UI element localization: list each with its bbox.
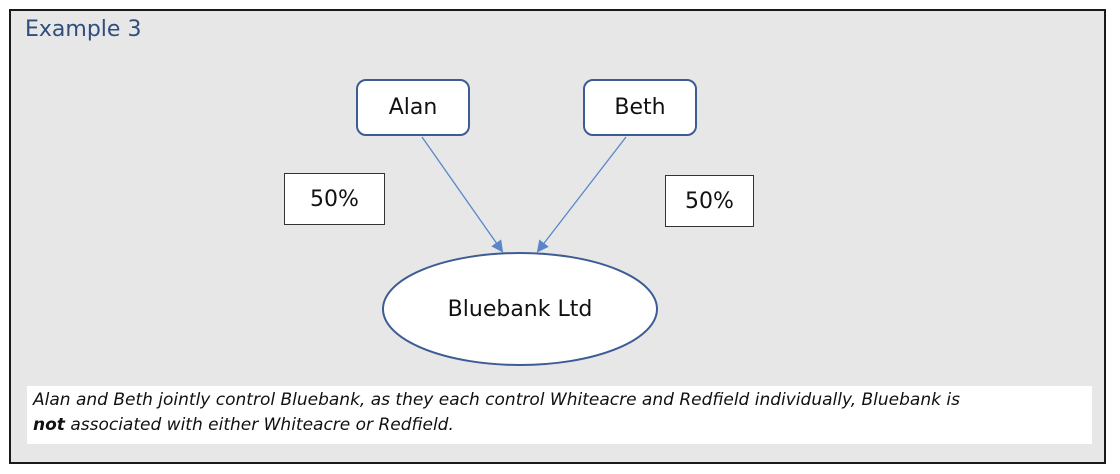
caption-line-1: Alan and Beth jointly control Bluebank, …	[33, 390, 960, 410]
arrow-alan-to-bluebank	[421, 136, 504, 253]
node-bluebank-label: Bluebank Ltd	[447, 296, 593, 322]
node-beth-box	[583, 79, 697, 136]
alan-share-box: 50%	[284, 173, 385, 225]
caption-emphasis: not	[33, 415, 65, 435]
caption-line-2: associated with either Whiteacre or Redf…	[64, 415, 454, 435]
node-bluebank-ellipse	[382, 252, 658, 366]
example-panel: Example 3 Alan Beth Bluebank Ltd 50% 50%…	[9, 9, 1106, 464]
node-alan-box	[356, 79, 470, 136]
node-alan-label: Alan	[388, 95, 438, 120]
ownership-diagram	[356, 79, 697, 366]
arrow-beth-to-bluebank	[536, 136, 627, 253]
panel-title: Example 3	[25, 17, 142, 42]
caption-text: Alan and Beth jointly control Bluebank, …	[27, 386, 1092, 444]
beth-share-box: 50%	[665, 175, 754, 227]
node-beth-label: Beth	[614, 95, 666, 120]
